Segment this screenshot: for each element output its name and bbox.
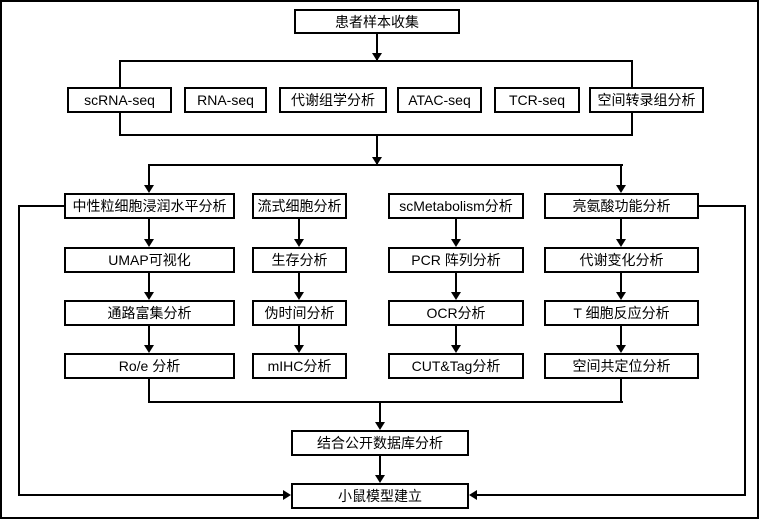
node-patient-sample-collection: 患者样本收集: [294, 9, 460, 34]
connector-left-feedback-bottom: [19, 494, 284, 496]
connector-left-feedback-vertical: [18, 205, 20, 496]
connector-convergence-line: [149, 401, 623, 403]
connector-root-stem: [376, 34, 378, 61]
node-flow-cytometry-analysis: 流式细胞分析: [252, 193, 347, 219]
node-mihc-analysis: mIHC分析: [252, 353, 347, 379]
connector-col2-r2r3: [298, 273, 300, 294]
node-mouse-model-construction: 小鼠模型建立: [291, 483, 469, 509]
arrowhead-right: [283, 490, 291, 500]
connector-to-database-box: [379, 401, 381, 423]
node-scmetabolism-analysis: scMetabolism分析: [388, 193, 524, 219]
arrowhead-down: [616, 239, 626, 247]
connector-into-col1: [148, 164, 150, 186]
connector-right-feedback-top: [699, 205, 746, 207]
connector-database-to-mouse: [379, 456, 381, 476]
connector-col1-tail: [148, 379, 150, 403]
arrowhead-down: [294, 345, 304, 353]
connector-col2-r3r4: [298, 326, 300, 347]
node-t-cell-response-analysis: T 细胞反应分析: [544, 300, 699, 326]
arrowhead-down: [144, 185, 154, 193]
connector-col1-r3r4: [148, 326, 150, 347]
node-metabolomics-analysis: 代谢组学分析: [279, 87, 387, 113]
node-spatial-transcriptomics: 空间转录组分析: [589, 87, 704, 113]
node-public-database-analysis: 结合公开数据库分析: [291, 430, 469, 456]
connector-col4-tail: [620, 379, 622, 403]
connector-top-bracket: [120, 60, 633, 62]
arrowhead-down: [294, 292, 304, 300]
arrowhead-down: [375, 475, 385, 483]
arrowhead-down: [451, 292, 461, 300]
arrowhead-down: [616, 345, 626, 353]
arrowhead-down: [451, 345, 461, 353]
connector-col4-r1r2: [620, 219, 622, 241]
arrowhead-down: [144, 239, 154, 247]
arrowhead-down: [144, 345, 154, 353]
node-metabolic-change-analysis: 代谢变化分析: [544, 247, 699, 273]
connector-col3-r1r2: [455, 219, 457, 241]
connector-col4-r2r3: [620, 273, 622, 294]
node-ocr-analysis: OCR分析: [388, 300, 524, 326]
arrowhead-down: [451, 239, 461, 247]
arrowhead-down: [372, 157, 382, 165]
node-leucine-function-analysis: 亮氨酸功能分析: [544, 193, 699, 219]
arrowhead-down: [294, 239, 304, 247]
arrowhead-left: [469, 490, 477, 500]
arrowhead-down: [372, 53, 382, 61]
node-umap-visualization: UMAP可视化: [64, 247, 235, 273]
arrowhead-down: [375, 422, 385, 430]
arrowhead-down: [616, 292, 626, 300]
connector-distribution-line: [149, 164, 623, 166]
node-survival-analysis: 生存分析: [252, 247, 347, 273]
connector-into-col4: [620, 164, 622, 186]
connector-col3-r2r3: [455, 273, 457, 294]
connector-col2-r1r2: [298, 219, 300, 241]
node-pathway-enrichment-analysis: 通路富集分析: [64, 300, 235, 326]
connector-center-stem: [376, 134, 378, 165]
connector-col3-r3r4: [455, 326, 457, 347]
arrowhead-down: [616, 185, 626, 193]
connector-left-feedback-top: [19, 205, 64, 207]
arrowhead-down: [144, 292, 154, 300]
connector-right-feedback-vertical: [744, 205, 746, 496]
node-pcr-array-analysis: PCR 阵列分析: [388, 247, 524, 273]
connector-col4-r3r4: [620, 326, 622, 347]
connector-col1-r1r2: [148, 219, 150, 241]
node-roe-analysis: Ro/e 分析: [64, 353, 235, 379]
node-pseudotime-analysis: 伪时间分析: [252, 300, 347, 326]
connector-right-feedback-bottom: [477, 494, 746, 496]
node-rna-seq: RNA-seq: [184, 87, 267, 113]
node-tcr-seq: TCR-seq: [494, 87, 580, 113]
node-cut-and-tag-analysis: CUT&Tag分析: [388, 353, 524, 379]
node-scrna-seq: scRNA-seq: [67, 87, 172, 113]
node-atac-seq: ATAC-seq: [397, 87, 482, 113]
connector-col1-r2r3: [148, 273, 150, 294]
node-neutrophil-infiltration-analysis: 中性粒细胞浸润水平分析: [64, 193, 235, 219]
node-spatial-colocalization-analysis: 空间共定位分析: [544, 353, 699, 379]
